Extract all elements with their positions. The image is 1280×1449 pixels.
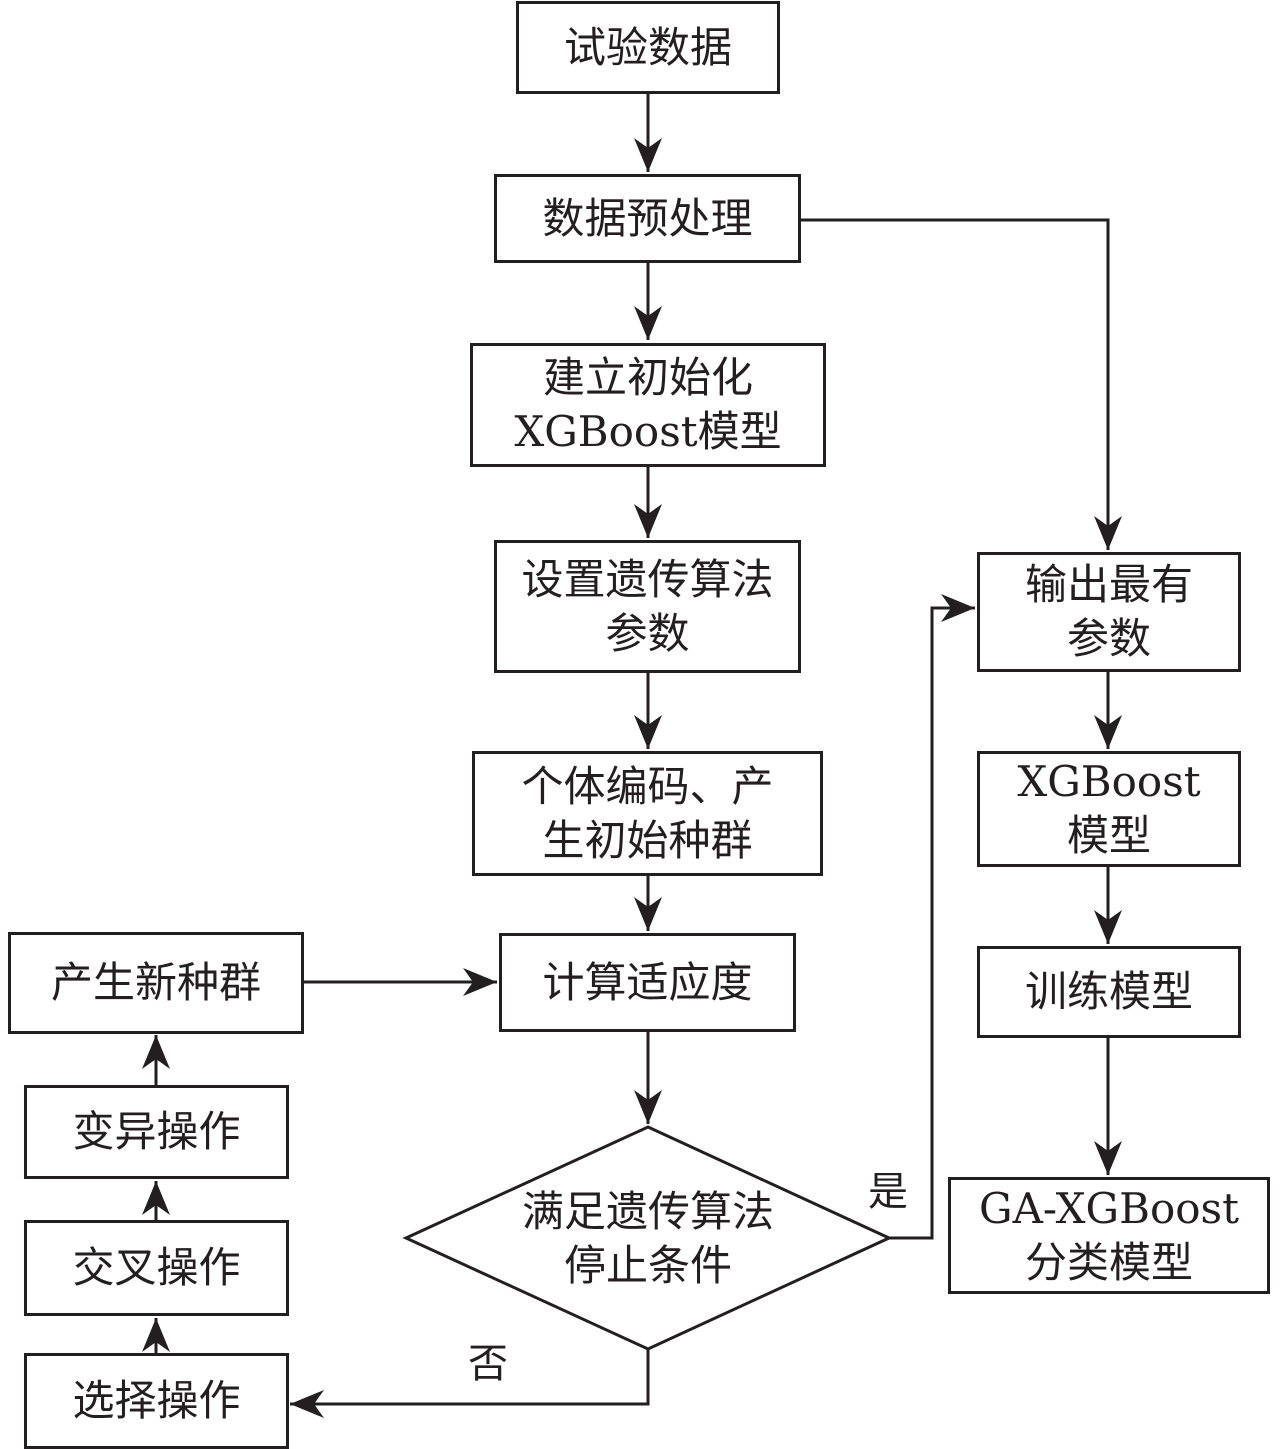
node-encode: 个体编码、产 生初始种群 bbox=[472, 751, 823, 876]
node-test-data: 试验数据 bbox=[516, 1, 780, 94]
node-test-data-text: 试验数据 bbox=[563, 22, 732, 72]
node-ga-params: 设置遗传算法 参数 bbox=[494, 540, 801, 673]
arrowhead-encode-to-fitness bbox=[634, 897, 662, 931]
node-xgboost-model-line1: XGBoost bbox=[1017, 757, 1201, 806]
node-ga-params-line1: 设置遗传算法 bbox=[521, 554, 774, 604]
arrowhead-train-to-gaxgb bbox=[1094, 1141, 1122, 1175]
node-selection-text: 选择操作 bbox=[72, 1376, 241, 1425]
arrowhead-mutation-to-newpop bbox=[142, 1035, 170, 1069]
edge-label-yes: 是 bbox=[868, 1169, 908, 1215]
arrowhead-test-to-preprocess bbox=[634, 138, 662, 172]
node-encode-line1: 个体编码、产 bbox=[521, 761, 774, 811]
node-init-model-line1: 建立初始化 bbox=[542, 353, 753, 402]
edge-label-no: 否 bbox=[468, 1341, 508, 1387]
node-stop-condition-line1: 满足遗传算法 bbox=[521, 1187, 774, 1236]
arrowhead-no-to-selection bbox=[290, 1390, 324, 1418]
node-stop-condition-line2: 停止条件 bbox=[563, 1241, 732, 1290]
arrow-preprocess-to-output bbox=[800, 218, 1110, 550]
arrowhead-crossover-to-mutation bbox=[142, 1181, 170, 1215]
arrowhead-yes-to-output bbox=[941, 594, 975, 622]
decision-diamond bbox=[402, 1125, 893, 1351]
node-mutation: 变异操作 bbox=[24, 1085, 289, 1179]
node-crossover: 交叉操作 bbox=[24, 1220, 289, 1316]
node-new-population: 产生新种群 bbox=[8, 932, 304, 1034]
node-fitness: 计算适应度 bbox=[499, 933, 796, 1032]
arrow-no-to-selection bbox=[290, 1350, 650, 1406]
node-encode-line2: 生初始种群 bbox=[542, 815, 753, 865]
node-init-model-line2: XGBoost模型 bbox=[514, 407, 782, 456]
arrowhead-xgb-to-train bbox=[1094, 910, 1122, 944]
node-train-model-text: 训练模型 bbox=[1024, 967, 1193, 1016]
node-mutation-text: 变异操作 bbox=[72, 1107, 241, 1156]
node-crossover-text: 交叉操作 bbox=[72, 1243, 241, 1292]
node-fitness-text: 计算适应度 bbox=[542, 957, 753, 1007]
arrowhead-newpop-to-fitness bbox=[463, 968, 497, 996]
node-xgboost-model: XGBoost 模型 bbox=[977, 751, 1241, 867]
node-preprocess-text: 数据预处理 bbox=[542, 193, 753, 243]
node-xgboost-model-line2: 模型 bbox=[1066, 811, 1151, 860]
node-selection: 选择操作 bbox=[24, 1353, 289, 1449]
arrowhead-selection-to-crossover bbox=[142, 1318, 170, 1352]
arrowhead-preprocess-to-init bbox=[634, 306, 662, 340]
arrow-yes-to-output bbox=[889, 606, 975, 1240]
node-stop-condition: 满足遗传算法 停止条件 bbox=[480, 1184, 816, 1294]
node-output-params: 输出最有 参数 bbox=[977, 552, 1241, 672]
node-train-model: 训练模型 bbox=[977, 946, 1241, 1038]
arrowhead-fitness-to-decision bbox=[634, 1090, 662, 1124]
arrowhead-params-to-encode bbox=[634, 715, 662, 749]
node-ga-xgboost-line2: 分类模型 bbox=[1024, 1237, 1193, 1287]
node-output-params-line1: 输出最有 bbox=[1024, 560, 1193, 609]
arrowhead-preprocess-to-output bbox=[1094, 516, 1122, 550]
arrowhead-init-to-params bbox=[634, 504, 662, 538]
node-preprocess: 数据预处理 bbox=[494, 174, 801, 263]
node-ga-params-line2: 参数 bbox=[605, 608, 690, 658]
node-ga-xgboost-line1: GA-XGBoost bbox=[979, 1183, 1239, 1233]
node-ga-xgboost: GA-XGBoost 分类模型 bbox=[948, 1177, 1270, 1294]
node-output-params-line2: 参数 bbox=[1066, 614, 1151, 663]
node-init-model: 建立初始化 XGBoost模型 bbox=[470, 343, 826, 467]
arrowhead-output-to-xgb bbox=[1094, 715, 1122, 749]
node-new-population-text: 产生新种群 bbox=[50, 958, 261, 1007]
